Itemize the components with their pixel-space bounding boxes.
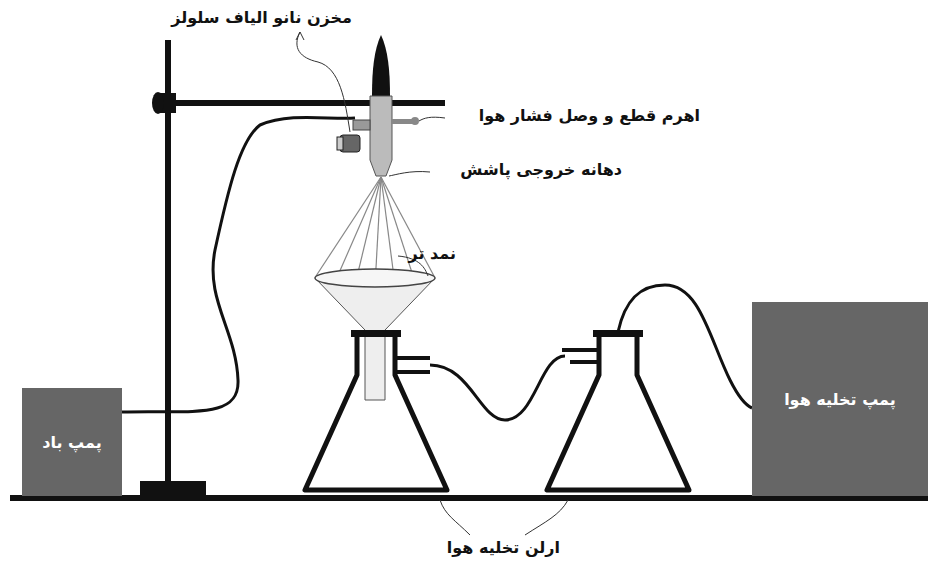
stand-base	[140, 481, 206, 496]
vacuum-hose-1	[430, 356, 565, 420]
flask-1	[305, 335, 447, 490]
box-label: پمپ تخلیه هوا	[784, 390, 896, 409]
lever-knob	[411, 117, 419, 125]
side-arm-2	[562, 350, 599, 362]
side-connector	[353, 120, 370, 130]
wet-felt	[315, 269, 435, 287]
spray-gun-body	[370, 96, 392, 176]
lever	[392, 119, 414, 124]
nozzle-label: دهانه خروجی پاشش	[460, 160, 622, 179]
clamp-knob	[152, 92, 164, 114]
flask-label: ارلن تخلیه هوا	[447, 538, 560, 557]
reservoir-label: مخزن نانو الیاف سلولز	[171, 8, 352, 27]
stand-arm	[168, 100, 445, 106]
flask-2	[547, 335, 689, 490]
spray-gun-top	[372, 35, 390, 96]
air-pump: پمپ باد	[22, 388, 122, 496]
felt-label: نمد تر	[408, 244, 456, 263]
funnel	[315, 278, 435, 400]
reservoir-cap	[337, 137, 343, 150]
spray-lines	[316, 177, 434, 286]
vacuum-hose-2	[618, 285, 752, 408]
lever-label: اهرم قطع و وصل فشار هوا	[479, 106, 700, 125]
air-hose	[122, 117, 355, 412]
flask-1-lip	[351, 330, 401, 337]
side-arm-1	[395, 358, 430, 372]
box-label: پمپ باد	[42, 433, 101, 452]
vacuum-pump: پمپ تخلیه هوا	[752, 302, 928, 496]
